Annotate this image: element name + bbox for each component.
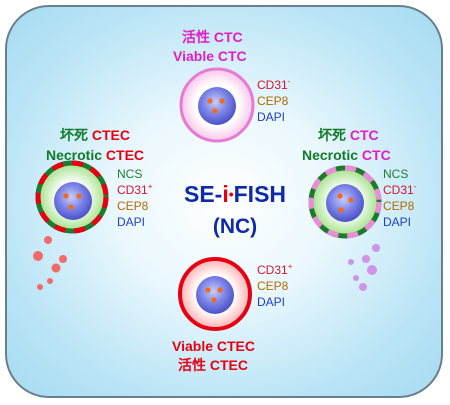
title-main: SE-i•FISH: [183, 181, 287, 207]
bottom-marker-cep8: CEP8: [257, 279, 289, 293]
cep8-signal: [219, 98, 225, 104]
cell-viable-ctc: [179, 67, 255, 143]
left-marker-cep8: CEP8: [117, 199, 149, 213]
title-subtitle: (NC): [212, 215, 258, 238]
cep8-signal: [211, 297, 217, 303]
left-label-en: Necrotic CTEC: [46, 147, 145, 163]
top-marker-dapi: DAPI: [257, 110, 286, 124]
diagram-title: SE-i•FISH (NC): [160, 180, 310, 240]
nucleus: [196, 276, 234, 314]
cell-necrotic-ctec: [35, 160, 109, 234]
nucleus: [54, 182, 92, 220]
cep8-signal: [68, 204, 74, 210]
nucleus: [198, 87, 236, 125]
cep8-signal: [76, 193, 82, 199]
membrane-pink-dashes: [308, 165, 382, 239]
bottom-label-en: Viable CTEC: [172, 338, 256, 354]
cep8-signal: [63, 193, 69, 199]
bottom-marker-dapi: DAPI: [257, 295, 286, 309]
top-marker-cd31: CD31-: [257, 77, 291, 93]
bottom-marker-cd31: CD31+: [257, 262, 293, 278]
left-label-cn: 坏死 CTEC: [60, 127, 131, 143]
top-label-en: Viable CTC: [173, 48, 247, 64]
right-label-cn: 坏死 CTC: [318, 127, 379, 143]
cep8-signal: [338, 207, 344, 213]
cep8-signal: [207, 98, 213, 104]
nucleus: [326, 184, 364, 222]
membrane-red-dashes: [35, 160, 109, 234]
right-marker-ncs: NCS: [383, 167, 409, 181]
debris-red: [33, 236, 67, 290]
cell-viable-ctec: [178, 257, 252, 331]
top-marker-cep8: CEP8: [257, 94, 289, 108]
left-marker-dapi: DAPI: [117, 215, 146, 229]
cep8-signal: [337, 193, 343, 199]
left-marker-ncs: NCS: [117, 167, 143, 181]
right-marker-dapi: DAPI: [383, 215, 412, 229]
top-label-cn: 活性 CTC: [182, 29, 243, 45]
right-marker-cep8: CEP8: [383, 199, 415, 213]
debris-purple: [348, 244, 380, 291]
right-marker-cd31: CD31-: [383, 182, 417, 198]
cep8-signal: [217, 287, 223, 293]
cep8-signal: [212, 108, 218, 114]
right-label-en: Necrotic CTC: [302, 147, 391, 163]
cep8-signal: [205, 287, 211, 293]
cell-necrotic-ctc: [308, 165, 382, 239]
left-marker-cd31: CD31+: [117, 182, 153, 198]
cep8-signal: [348, 197, 354, 203]
bottom-label-cn: 活性 CTEC: [178, 357, 249, 373]
